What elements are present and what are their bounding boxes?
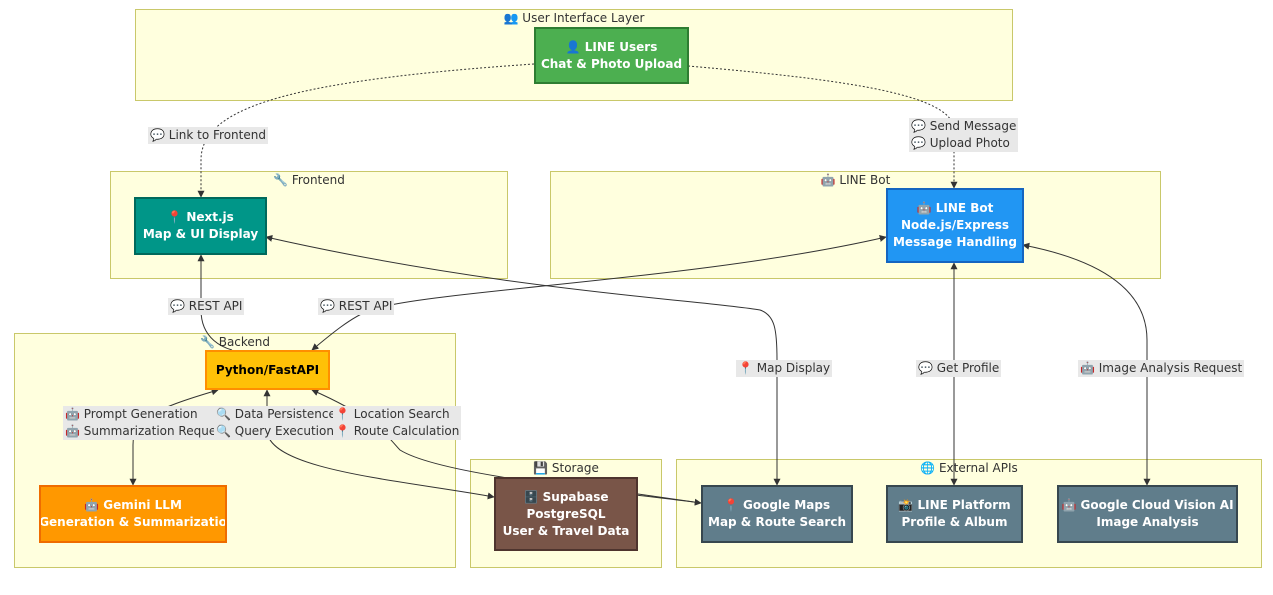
edge-label-get-profile: 💬 Get Profile — [916, 360, 1002, 377]
edge-label-line: 🤖 Prompt Generation — [65, 407, 198, 421]
node-line-users: 👤 LINE Users Chat & Photo Upload — [534, 27, 689, 84]
node-line: 🤖 Gemini LLM — [84, 498, 182, 512]
edge-label-image-analysis-request: 🤖 Image Analysis Request — [1078, 360, 1245, 377]
edge-label-line: 📍 Route Calculation — [335, 424, 460, 438]
edge-label-send-upload: 💬 Send Message 💬 Upload Photo — [909, 118, 1019, 152]
edge-label-line: 💬 Link to Frontend — [150, 128, 266, 142]
edge-label-line: 💬 Upload Photo — [911, 136, 1010, 150]
cluster-title: 🔧 Frontend — [273, 173, 345, 187]
node-line: 🤖 LINE Bot — [916, 201, 994, 215]
cluster-title: 🤖 LINE Bot — [820, 173, 891, 187]
node-line: Profile & Album — [901, 515, 1008, 529]
edge-label-line: 💬 Get Profile — [918, 361, 1000, 375]
node-line-platform: 📸 LINE Platform Profile & Album — [886, 485, 1023, 543]
edge-label-line: 💬 REST API — [320, 299, 393, 313]
cluster-line-bot: 🤖 LINE Bot — [550, 171, 1161, 279]
edge-label-line: 🤖 Summarization Request — [65, 424, 228, 438]
node-line: Map & UI Display — [142, 227, 259, 241]
edge-label-rest-api-nextjs: 💬 REST API — [168, 298, 245, 315]
node-line: 🤖 Google Cloud Vision AI — [1061, 498, 1234, 512]
edge-label-line: 🤖 Image Analysis Request — [1080, 361, 1243, 375]
edge-label-map-display: 📍 Map Display — [736, 360, 833, 377]
cluster-title: 💾 Storage — [533, 461, 599, 475]
edge-label-line: 💬 REST API — [170, 299, 243, 313]
node-nextjs: 📍 Next.js Map & UI Display — [134, 197, 267, 255]
edge-label-line: 🔍 Data Persistence — [216, 407, 336, 421]
node-line: 👤 LINE Users — [565, 39, 658, 54]
node-line: Message Handling — [892, 235, 1017, 249]
node-line: Image Analysis — [1096, 515, 1199, 529]
edge-label-link-to-frontend: 💬 Link to Frontend — [148, 127, 268, 144]
node-gemini: 🤖 Gemini LLM Generation & Summarizatio — [39, 485, 227, 543]
node-line: User & Travel Data — [502, 523, 630, 538]
edge-label-location-search: 📍 Location Search 📍 Route Calculation — [333, 406, 462, 440]
cluster-title: 👥 User Interface Layer — [503, 11, 645, 25]
node-line: PostgreSQL — [526, 506, 606, 521]
node-line: 📍 Google Maps — [723, 498, 831, 512]
edge-label-line: 🔍 Query Execution — [216, 424, 334, 438]
cluster-title: 🔧 Backend — [199, 335, 271, 349]
edge-label-prompt-generation: 🤖 Prompt Generation 🤖 Summarization Requ… — [63, 406, 230, 440]
edge-label-line: 💬 Send Message — [911, 119, 1017, 133]
edge-label-data-persistence: 🔍 Data Persistence 🔍 Query Execution — [214, 406, 338, 440]
edge-label-line: 📍 Location Search — [335, 407, 450, 421]
cluster-title: 🌐 External APIs — [920, 461, 1018, 475]
node-line: Chat & Photo Upload — [540, 56, 683, 71]
node-line: 📍 Next.js — [167, 210, 234, 224]
node-google-maps: 📍 Google Maps Map & Route Search — [701, 485, 853, 543]
edge-label-line: 📍 Map Display — [738, 361, 831, 375]
node-line: Generation & Summarizatio — [39, 515, 227, 529]
node-line-bot: 🤖 LINE Bot Node.js/Express Message Handl… — [886, 188, 1024, 263]
node-line: Map & Route Search — [708, 515, 846, 529]
node-line: 🗄️ Supabase — [523, 489, 609, 504]
node-line: Python/FastAPI — [215, 362, 320, 377]
node-line: 📸 LINE Platform — [898, 498, 1011, 512]
node-line: Node.js/Express — [900, 218, 1010, 232]
node-google-cloud-vision: 🤖 Google Cloud Vision AI Image Analysis — [1057, 485, 1238, 543]
node-supabase: 🗄️ Supabase PostgreSQL User & Travel Dat… — [494, 477, 638, 551]
node-fastapi: Python/FastAPI — [205, 350, 330, 390]
edge-label-rest-api-linebot: 💬 REST API — [318, 298, 395, 315]
